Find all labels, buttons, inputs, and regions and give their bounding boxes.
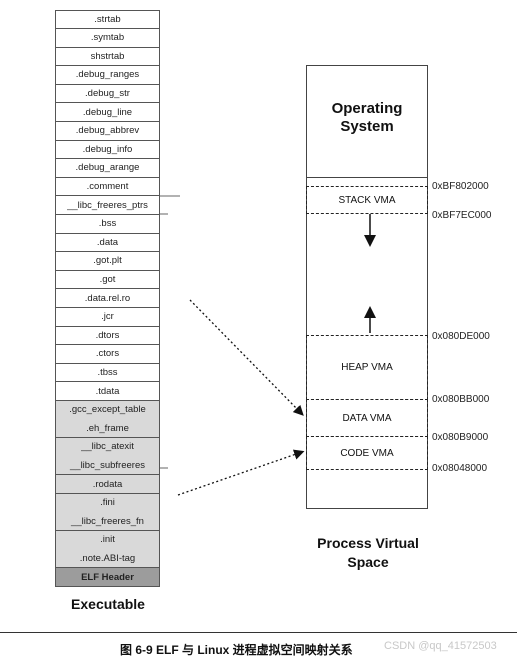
section-row: __libc_atexit xyxy=(55,437,160,457)
section-row: .gcc_except_table xyxy=(55,400,160,420)
section-row: .eh_frame xyxy=(55,419,160,439)
data-vma-label: DATA VMA xyxy=(342,412,392,424)
section-row: .jcr xyxy=(55,307,160,327)
section-row: .got xyxy=(55,270,160,290)
address-stack-bottom: 0xBF7EC000 xyxy=(432,210,492,221)
section-row: .data.rel.ro xyxy=(55,289,160,309)
code-vma-label: CODE VMA xyxy=(340,447,394,459)
section-row: .debug_abbrev xyxy=(55,121,160,141)
process-label-line2: Space xyxy=(347,554,389,570)
section-row: .tdata xyxy=(55,382,160,402)
section-row: .ctors xyxy=(55,344,160,364)
address-code-bottom: 0x08048000 xyxy=(432,463,488,474)
os-label-line2: System xyxy=(340,118,394,135)
section-row: .symtab xyxy=(55,28,160,48)
section-row: .data xyxy=(55,233,160,253)
section-row: .tbss xyxy=(55,363,160,383)
caption-rule xyxy=(0,632,517,633)
section-row: .comment xyxy=(55,177,160,197)
section-row: .bss xyxy=(55,214,160,234)
section-row: .strtab xyxy=(55,10,160,30)
section-row: .debug_arange xyxy=(55,158,160,178)
executable-label: Executable xyxy=(71,596,145,612)
os-boundary-line xyxy=(306,177,428,178)
os-label-line1: Operating xyxy=(331,100,403,117)
section-row: .got.plt xyxy=(55,251,160,271)
code-vma: CODE VMA xyxy=(306,436,428,470)
section-row: .debug_line xyxy=(55,103,160,123)
address-stack-top: 0xBF802000 xyxy=(432,181,489,192)
data-mapping-arrow xyxy=(189,299,304,416)
section-row: __libc_subfreeres xyxy=(55,456,160,476)
stack-vma: STACK VMA xyxy=(306,186,428,214)
address-data-top: 0x080BB000 xyxy=(432,394,490,405)
process-virtual-space-box xyxy=(306,65,428,509)
address-heap-top: 0x080DE000 xyxy=(432,331,490,342)
section-row: ELF Header xyxy=(55,568,160,588)
process-virtual-space-label: Process Virtual Space xyxy=(298,534,438,572)
section-row: shstrtab xyxy=(55,47,160,67)
section-row: .debug_info xyxy=(55,140,160,160)
address-code-top: 0x080B9000 xyxy=(432,432,489,443)
section-row: .dtors xyxy=(55,326,160,346)
code-mapping-arrow xyxy=(177,449,305,496)
heap-vma-label: HEAP VMA xyxy=(341,362,393,373)
section-row: .init xyxy=(55,530,160,550)
section-row: .fini xyxy=(55,493,160,513)
section-row: __libc_freeres_ptrs xyxy=(55,196,160,216)
section-row: .debug_ranges xyxy=(55,65,160,85)
section-row: __libc_freeres_fn xyxy=(55,512,160,532)
operating-system-label: Operating System xyxy=(306,100,428,136)
watermark: CSDN @qq_41572503 xyxy=(384,640,497,652)
stack-vma-label: STACK VMA xyxy=(338,194,396,206)
figure-caption: 图 6-9 ELF 与 Linux 进程虚拟空间映射关系 xyxy=(120,643,353,657)
section-row: .debug_str xyxy=(55,84,160,104)
section-row: .note.ABI-tag xyxy=(55,549,160,569)
process-label-line1: Process Virtual xyxy=(317,535,419,551)
section-row: .rodata xyxy=(55,475,160,495)
